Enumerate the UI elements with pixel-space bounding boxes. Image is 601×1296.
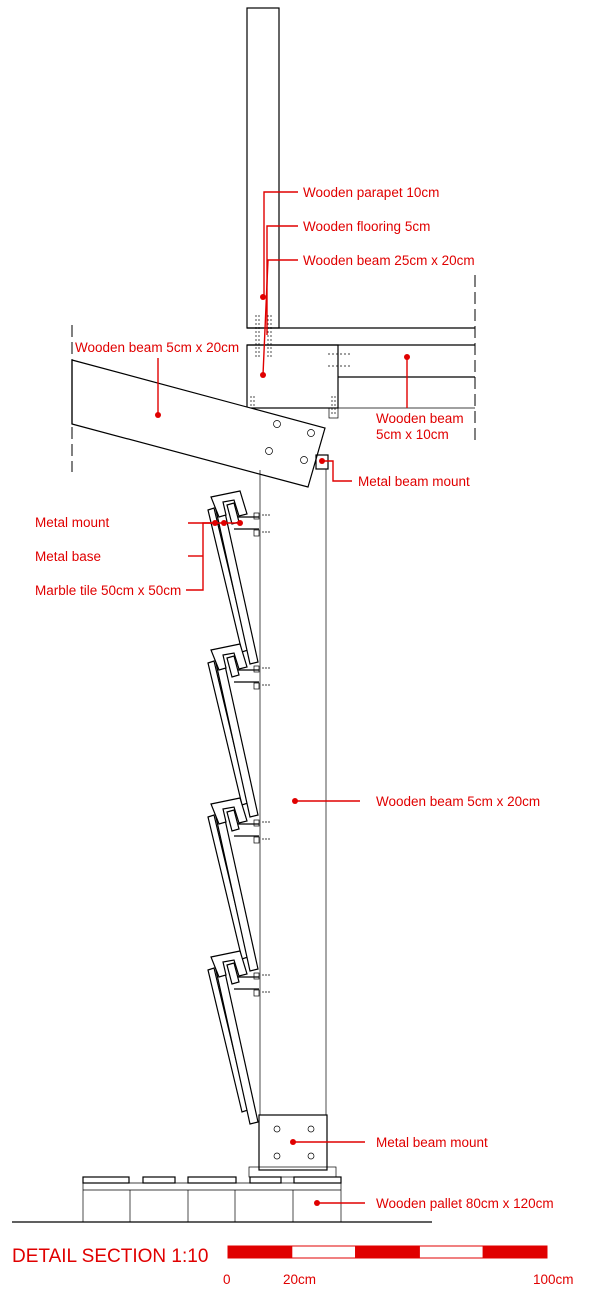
scale-tick-100: 100cm <box>533 1272 574 1287</box>
label-marble-tile: Marble tile 50cm x 50cm <box>35 583 181 598</box>
label-beam-5x10-line1: Wooden beam <box>376 411 464 426</box>
scale-bar <box>227 1245 548 1259</box>
scale-bar-segment <box>291 1245 357 1259</box>
label-flooring: Wooden flooring 5cm <box>303 219 430 234</box>
label-metal-beam-mount-bottom: Metal beam mount <box>376 1135 488 1150</box>
scale-tick-20: 20cm <box>283 1272 316 1287</box>
wooden-parapet <box>246 7 280 329</box>
tile-group-3 <box>207 797 271 972</box>
annotation-leaders <box>155 191 410 1206</box>
scale-bar-segment <box>418 1245 484 1259</box>
scale-bar-segment <box>355 1245 420 1259</box>
label-metal-base: Metal base <box>35 549 101 564</box>
label-parapet: Wooden parapet 10cm <box>303 185 439 200</box>
tile-group-1 <box>207 490 271 665</box>
tile-group-4 <box>207 950 271 1125</box>
drawing-title: DETAIL SECTION 1:10 <box>12 1246 208 1267</box>
scale-tick-0: 0 <box>223 1272 231 1287</box>
tile-group-2 <box>207 643 271 818</box>
scale-bar-segment <box>482 1245 548 1259</box>
label-post-beam: Wooden beam 5cm x 20cm <box>376 794 540 809</box>
wooden-pallet <box>82 1176 342 1222</box>
label-slanted-beam: Wooden beam 5cm x 20cm <box>75 340 239 355</box>
label-metal-mount: Metal mount <box>35 515 110 530</box>
slanted-wooden-beam <box>71 359 326 488</box>
scale-bar-segment <box>227 1245 293 1259</box>
label-beam-5x10-line2: 5cm x 10cm <box>376 427 449 442</box>
metal-beam-mount-top <box>315 454 329 470</box>
label-beam-25x20: Wooden beam 25cm x 20cm <box>303 253 475 268</box>
label-pallet: Wooden pallet 80cm x 120cm <box>376 1196 554 1211</box>
label-metal-beam-mount-top: Metal beam mount <box>358 474 470 489</box>
